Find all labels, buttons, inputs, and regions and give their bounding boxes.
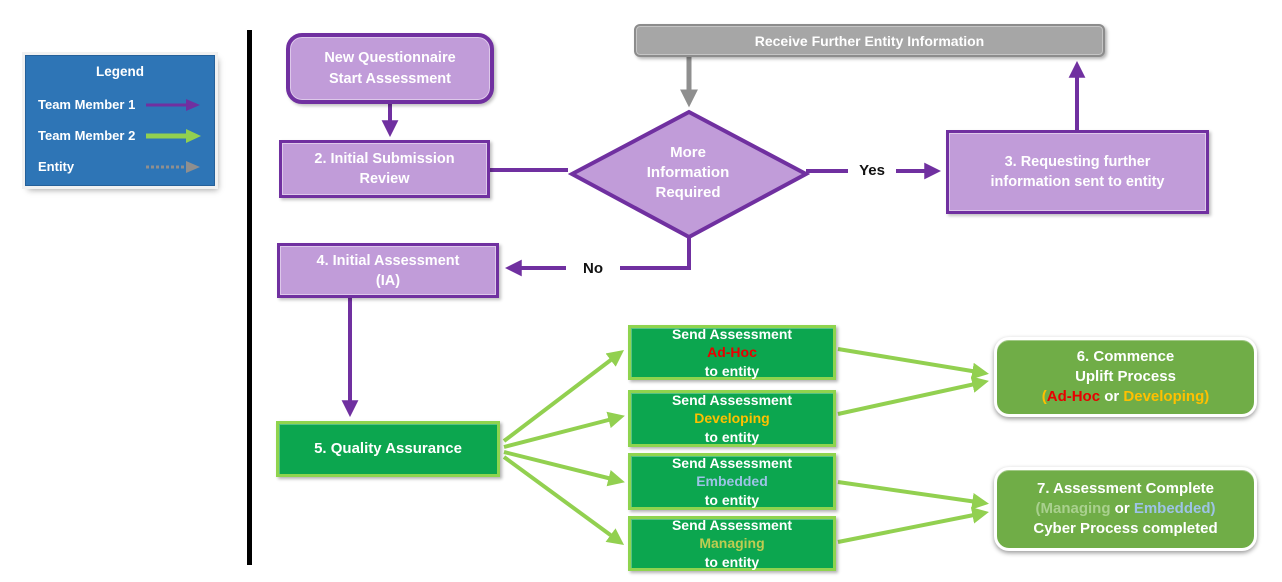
node-text: Send Assessment — [671, 391, 793, 408]
node-receive-entity-information: Receive Further Entity Information — [634, 24, 1105, 57]
node-text: Send Assessment — [671, 454, 793, 471]
legend-label: Team Member 1 — [38, 97, 136, 112]
node-text: New Questionnaire — [324, 49, 456, 66]
node-text: information sent to entity — [990, 174, 1165, 190]
legend-item-team-member-1: Team Member 1 — [38, 89, 202, 120]
arrow-qa-to-managing — [502, 455, 625, 545]
section-divider — [247, 30, 252, 565]
node-send-embedded: Send Assessment Embedded to entity — [628, 453, 836, 510]
node-start-assessment: New Questionnaire Start Assessment — [286, 33, 494, 104]
rating-text: Developing — [694, 410, 770, 427]
yes-label: Yes — [848, 157, 896, 184]
node-text: to entity — [704, 491, 760, 508]
node-quality-assurance: 5. Quality Assurance — [276, 421, 500, 477]
arrow-qa-to-embedded — [503, 450, 625, 487]
node-request-further-information: 3. Requesting further information sent t… — [946, 130, 1209, 214]
node-text: Cyber Process completed — [1033, 520, 1218, 537]
legend-title: Legend — [95, 64, 144, 79]
decision-text: More Information Required — [646, 144, 730, 201]
arrow-developing-to-commence — [837, 376, 989, 416]
rating-text: Managing — [699, 535, 765, 552]
node-text: 2. Initial Submission — [314, 151, 455, 167]
node-text: Receive Further Entity Information — [754, 32, 985, 49]
no-label: No — [566, 255, 620, 282]
node-text: to entity — [704, 553, 760, 570]
arrow-embedded-to-complete — [837, 480, 989, 510]
node-text: 3. Requesting further — [1004, 154, 1151, 170]
node-text-colored: (Managing or Embedded) — [1035, 500, 1216, 517]
node-text: to entity — [704, 362, 760, 379]
arrow-qa-to-adhoc — [502, 349, 625, 443]
node-text: (IA) — [375, 272, 401, 289]
node-commence-uplift: 6. Commence Uplift Process (Ad-Hoc or De… — [994, 337, 1257, 417]
node-assessment-complete: 7. Assessment Complete (Managing or Embe… — [994, 467, 1257, 551]
node-send-adhoc: Send Assessment Ad-Hoc to entity — [628, 325, 836, 380]
node-send-developing: Send Assessment Developing to entity — [628, 390, 836, 447]
rating-text: Ad-Hoc — [707, 344, 757, 361]
node-text: to entity — [704, 428, 760, 445]
legend-item-entity: Entity — [38, 151, 202, 182]
arrow-adhoc-to-commence — [837, 347, 989, 380]
node-send-managing: Send Assessment Managing to entity — [628, 516, 836, 571]
node-text: Uplift Process — [1075, 368, 1176, 385]
node-initial-assessment: 4. Initial Assessment (IA) — [277, 243, 499, 298]
node-initial-submission-review: 2. Initial Submission Review — [279, 140, 490, 198]
legend-panel: Legend Team Member 1 Team Member 2 Entit… — [25, 55, 215, 186]
node-text: Review — [359, 171, 410, 187]
node-text: 6. Commence — [1076, 348, 1175, 365]
node-text: 7. Assessment Complete — [1036, 480, 1214, 497]
node-text: Start Assessment — [329, 70, 451, 87]
node-text: 4. Initial Assessment — [316, 252, 460, 269]
legend-label: Team Member 2 — [38, 128, 136, 143]
team-member-2-arrow-icon — [146, 128, 201, 143]
entity-arrow-icon — [146, 160, 200, 173]
arrow-managing-to-complete — [837, 507, 989, 544]
node-text: Send Assessment — [671, 325, 793, 342]
team-member-1-arrow-icon — [146, 98, 200, 111]
legend-label: Entity — [38, 159, 75, 174]
arrow-qa-to-developing — [503, 411, 625, 449]
node-text: Send Assessment — [671, 516, 793, 533]
node-text: 5. Quality Assurance — [314, 439, 462, 457]
node-text-colored: (Ad-Hoc or Developing) — [1041, 388, 1210, 405]
legend-item-team-member-2: Team Member 2 — [38, 120, 202, 151]
rating-text: Embedded — [696, 473, 768, 490]
